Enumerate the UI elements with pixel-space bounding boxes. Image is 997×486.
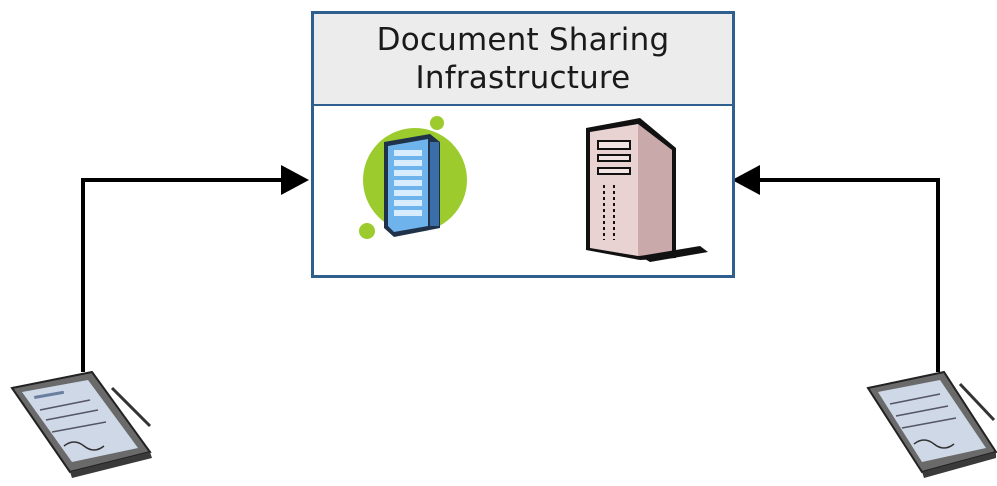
infrastructure-title-line-2: Infrastructure	[415, 60, 631, 96]
rack-server-icon	[359, 116, 467, 239]
left-arrowhead	[281, 165, 309, 195]
tower-server-icon	[586, 118, 708, 262]
infrastructure-title-line-1: Document Sharing	[376, 22, 670, 58]
right-connector-line	[756, 178, 940, 372]
right-arrowhead	[732, 165, 760, 195]
infrastructure-header: Document Sharing Infrastructure	[314, 14, 732, 106]
left-connector-line	[81, 178, 285, 372]
tablet-pc-icon-right	[866, 370, 997, 478]
tablet-pc-icon-left	[10, 370, 152, 478]
